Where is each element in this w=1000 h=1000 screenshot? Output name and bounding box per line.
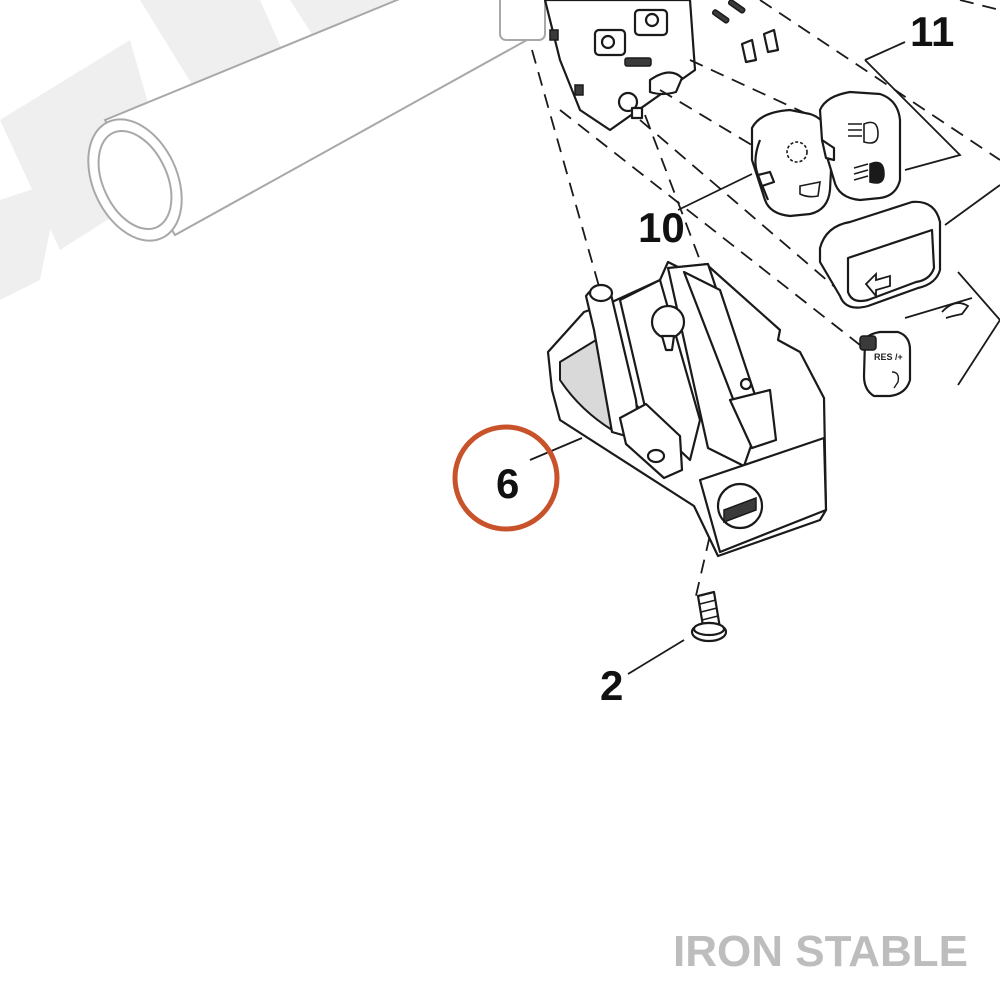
turn-signal-left-icon: [864, 271, 891, 299]
callout-2: 2: [600, 662, 623, 709]
hazard-icon: [786, 141, 808, 163]
callout-10: 10: [638, 204, 685, 251]
headlamp-low-icon: [853, 161, 885, 184]
headlamp-high-icon: [848, 121, 879, 144]
callout-11: 11: [910, 8, 954, 55]
switch-button-headlamp: [818, 90, 902, 202]
spring-pins: [711, 0, 780, 64]
cruise-resume-button: RES /+: [859, 297, 973, 398]
watermark-text: IRON STABLE: [673, 927, 968, 976]
callout-6: 6: [496, 460, 519, 507]
horn-icon: [799, 180, 821, 198]
handlebar-grip: [87, 0, 546, 242]
switch-housing-lower: [546, 260, 828, 558]
highlight-ring: [452, 424, 560, 532]
screw: [690, 590, 728, 643]
resume-label: RES /+: [874, 352, 903, 362]
callout-leaders: [529, 173, 753, 675]
upper-switch-housing: [543, 0, 697, 132]
callout-11-bracket: [864, 41, 1000, 386]
turn-signal-button: [818, 200, 942, 309]
switch-button-hazard-horn: [750, 108, 834, 218]
